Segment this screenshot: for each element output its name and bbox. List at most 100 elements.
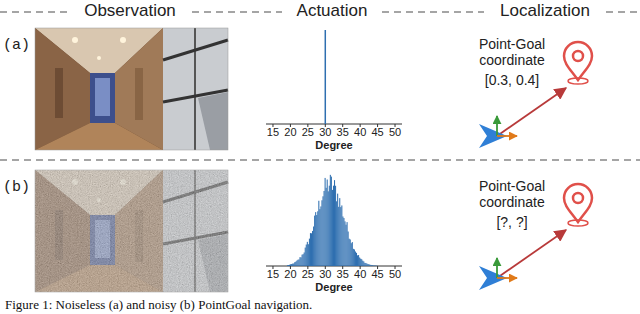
histogram-bar <box>343 218 344 266</box>
goal-label: Point-Goal coordinate <box>466 36 558 68</box>
histogram-bar <box>340 207 341 266</box>
histogram-bar <box>326 188 327 266</box>
histogram-bar <box>305 248 306 266</box>
histogram-bar <box>287 265 288 267</box>
row-label: (b) <box>3 179 33 196</box>
histogram-bar <box>314 216 315 266</box>
noise-overlay <box>35 170 228 292</box>
histogram-bar <box>337 194 338 266</box>
histogram-bar <box>320 206 321 266</box>
axis-title: Degree <box>299 281 369 294</box>
histogram-bar <box>316 215 317 266</box>
histogram-bar <box>371 265 372 266</box>
histogram-bar <box>334 180 335 266</box>
histogram-bar <box>309 239 310 266</box>
histogram-bar <box>330 175 331 266</box>
histogram-bar <box>357 255 358 266</box>
histogram-bar <box>327 180 328 266</box>
goal-coordinate: [?, ?] <box>466 214 558 230</box>
histogram-bar <box>366 264 367 266</box>
dash-line <box>606 11 640 13</box>
histogram-bar <box>351 243 352 266</box>
histogram-bar <box>373 265 374 267</box>
tick-label: 25 <box>297 126 319 139</box>
histogram-bar <box>332 190 333 266</box>
histogram-bar <box>362 261 363 266</box>
histogram-bar <box>312 231 313 266</box>
dash-line <box>192 11 282 13</box>
histogram-bar <box>294 262 295 266</box>
histogram-bar <box>350 239 351 266</box>
histogram-bar <box>360 259 361 266</box>
row-divider <box>0 159 640 161</box>
histogram-bar <box>339 198 340 266</box>
histogram-bar <box>338 207 339 266</box>
histogram-bar <box>318 201 319 266</box>
histogram-bar <box>319 209 320 266</box>
histogram-bar <box>341 205 342 266</box>
histogram-bar <box>365 263 366 266</box>
tick-label: 20 <box>279 268 301 281</box>
histogram-bar <box>299 257 300 266</box>
histogram-bar <box>344 221 345 266</box>
figure-caption: Figure 1: Noiseless (a) and noisy (b) Po… <box>5 297 312 312</box>
histogram-bar <box>304 252 305 266</box>
histogram-bar <box>298 259 299 266</box>
histogram-bar <box>308 244 309 266</box>
histogram-bar <box>377 265 378 266</box>
tick-label: 25 <box>297 268 319 281</box>
histogram-bar <box>291 264 292 266</box>
column-heading: Actuation <box>282 1 382 21</box>
histogram-bar <box>322 196 323 266</box>
histogram-bar <box>354 249 355 266</box>
tick-label: 15 <box>262 126 284 139</box>
histogram-bar <box>374 265 375 267</box>
observation-image <box>35 28 228 150</box>
histogram-bar <box>303 254 304 266</box>
x-axis <box>266 124 402 125</box>
histogram-bar <box>301 257 302 266</box>
histogram-bar <box>315 212 316 266</box>
tick-label: 30 <box>314 126 336 139</box>
tick-label: 30 <box>314 268 336 281</box>
histogram-bar <box>302 255 303 266</box>
dash-line <box>0 11 68 13</box>
tick-label: 45 <box>367 268 389 281</box>
histogram-spike <box>325 30 327 124</box>
histogram-bar <box>328 191 329 266</box>
histograms <box>266 30 402 269</box>
noisy-observation-image <box>35 170 228 292</box>
histogram-bar <box>288 265 289 267</box>
histogram-bar <box>331 177 332 266</box>
tick-label: 40 <box>349 268 371 281</box>
histogram-bar <box>372 265 373 267</box>
histogram-bar <box>370 265 371 266</box>
histogram-bar <box>311 233 312 266</box>
histogram-bar <box>333 186 334 266</box>
goal-label: Point-Goal coordinate <box>466 178 558 210</box>
histogram-bar <box>336 201 337 266</box>
histogram-bar <box>375 265 376 266</box>
histogram-bar <box>297 260 298 266</box>
histogram-bar <box>324 191 325 266</box>
tick-label: 15 <box>262 268 284 281</box>
histogram-bar <box>356 253 357 266</box>
histogram-bar <box>296 261 297 266</box>
histogram-bar <box>367 264 368 266</box>
dash-line <box>382 11 484 13</box>
histogram-bar <box>369 264 370 266</box>
histogram-bar <box>361 259 362 266</box>
histogram-bar <box>310 233 311 266</box>
histogram-bar <box>364 263 365 266</box>
column-heading: Localization <box>486 1 604 21</box>
goal-coordinate: [0.3, 0.4] <box>466 72 558 88</box>
histogram-bar <box>307 242 308 266</box>
histogram-bar <box>329 186 330 266</box>
tick-label: 20 <box>279 126 301 139</box>
tick-label: 35 <box>332 268 354 281</box>
histogram-bar <box>290 264 291 266</box>
tick-label: 50 <box>384 268 406 281</box>
histogram-bar <box>321 200 322 266</box>
histogram-bar <box>348 232 349 266</box>
